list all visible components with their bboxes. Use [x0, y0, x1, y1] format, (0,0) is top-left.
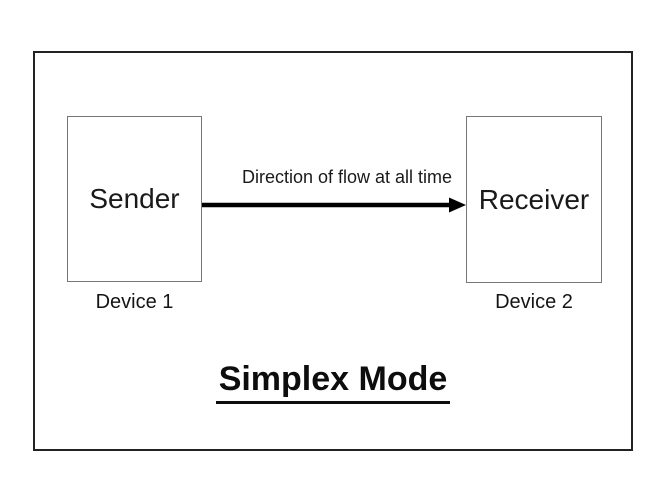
sender-device-caption: Device 1	[95, 291, 174, 313]
right-arrow-icon	[202, 197, 466, 213]
sender-label: Sender	[89, 183, 180, 214]
diagram-title-row: Simplex Mode	[33, 360, 633, 405]
receiver-device-caption: Device 2	[495, 291, 573, 313]
receiver-node: Receiver	[466, 116, 602, 283]
receiver-label: Receiver	[478, 183, 590, 215]
flow-direction-label: Direction of flow at all time	[241, 167, 453, 187]
sender-node: Sender	[67, 116, 202, 282]
diagram-title: Simplex Mode	[215, 360, 451, 405]
